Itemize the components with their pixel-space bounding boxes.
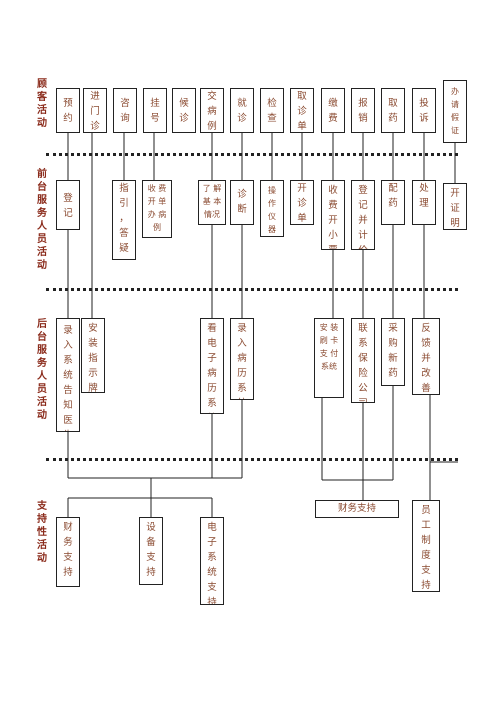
step-box: 取 药	[381, 88, 405, 133]
step-box: 操 作 仪 器	[260, 180, 284, 237]
step-box: 诊 断	[230, 180, 254, 225]
step-box: 取 诊 单	[290, 88, 314, 133]
step-box: 就 诊	[230, 88, 254, 133]
step-box: 报 销	[351, 88, 375, 133]
step-box: 交 病 例	[200, 88, 224, 133]
step-box: 安 装 指 示 牌	[81, 318, 105, 393]
step-box: 登 记 并 计 价	[351, 180, 375, 250]
step-box: 电 子 系 统 支 持	[200, 517, 224, 605]
step-box: 联 系 保 险 公 司	[351, 318, 375, 403]
step-box: 缴 费	[321, 88, 345, 133]
separator	[46, 288, 458, 291]
step-box: 登 记	[56, 180, 80, 230]
step-box: 看 电 子 病 历 系 统	[200, 318, 224, 414]
lane-front: 前 台 服 务 人 员 活 动	[37, 169, 47, 271]
step-box: 检 查	[260, 88, 284, 133]
step-box: 了 解 基 本 情况	[198, 180, 226, 225]
step-box: 采 购 新 药	[381, 318, 405, 386]
step-box: 反 馈 并 改 善	[412, 318, 440, 395]
step-box: 安 装 刷 卡 支 付 系统	[314, 318, 344, 398]
step-box: 收 费 开 小 票	[321, 180, 345, 250]
lane-customer: 顾 客 活 动	[37, 79, 47, 129]
step-box: 收 费 开 单 办 病 例	[142, 180, 172, 238]
lane-back: 后 台 服 务 人 员 活 动	[37, 319, 47, 421]
step-box: 录 入 系 统 告 知 医 生	[56, 318, 80, 432]
separator	[46, 458, 458, 461]
lane-support: 支 持 性 活 动	[37, 501, 47, 564]
step-box: 处 理	[412, 180, 436, 225]
step-box: 候 诊	[172, 88, 196, 133]
step-box: 财 务 支 持	[56, 517, 80, 587]
step-box: 办 请 假 证	[443, 80, 467, 143]
step-box: 财务支持	[315, 500, 399, 518]
step-box: 挂 号	[143, 88, 167, 133]
step-box: 进 门 诊	[83, 88, 107, 133]
separator	[46, 153, 458, 156]
step-box: 开 证 明	[443, 183, 467, 230]
step-box: 咨 询	[113, 88, 137, 133]
step-box: 配 药	[381, 180, 405, 225]
step-box: 投 诉	[412, 88, 436, 133]
step-box: 设 备 支 持	[139, 517, 163, 585]
step-box: 预 约	[56, 88, 80, 133]
step-box: 员 工 制 度 支 持	[412, 500, 440, 592]
step-box: 录 入 病 历 系 统	[230, 318, 254, 400]
step-box: 开 诊 单	[290, 180, 314, 225]
step-box: 指 引 ， 答 疑	[112, 180, 136, 260]
